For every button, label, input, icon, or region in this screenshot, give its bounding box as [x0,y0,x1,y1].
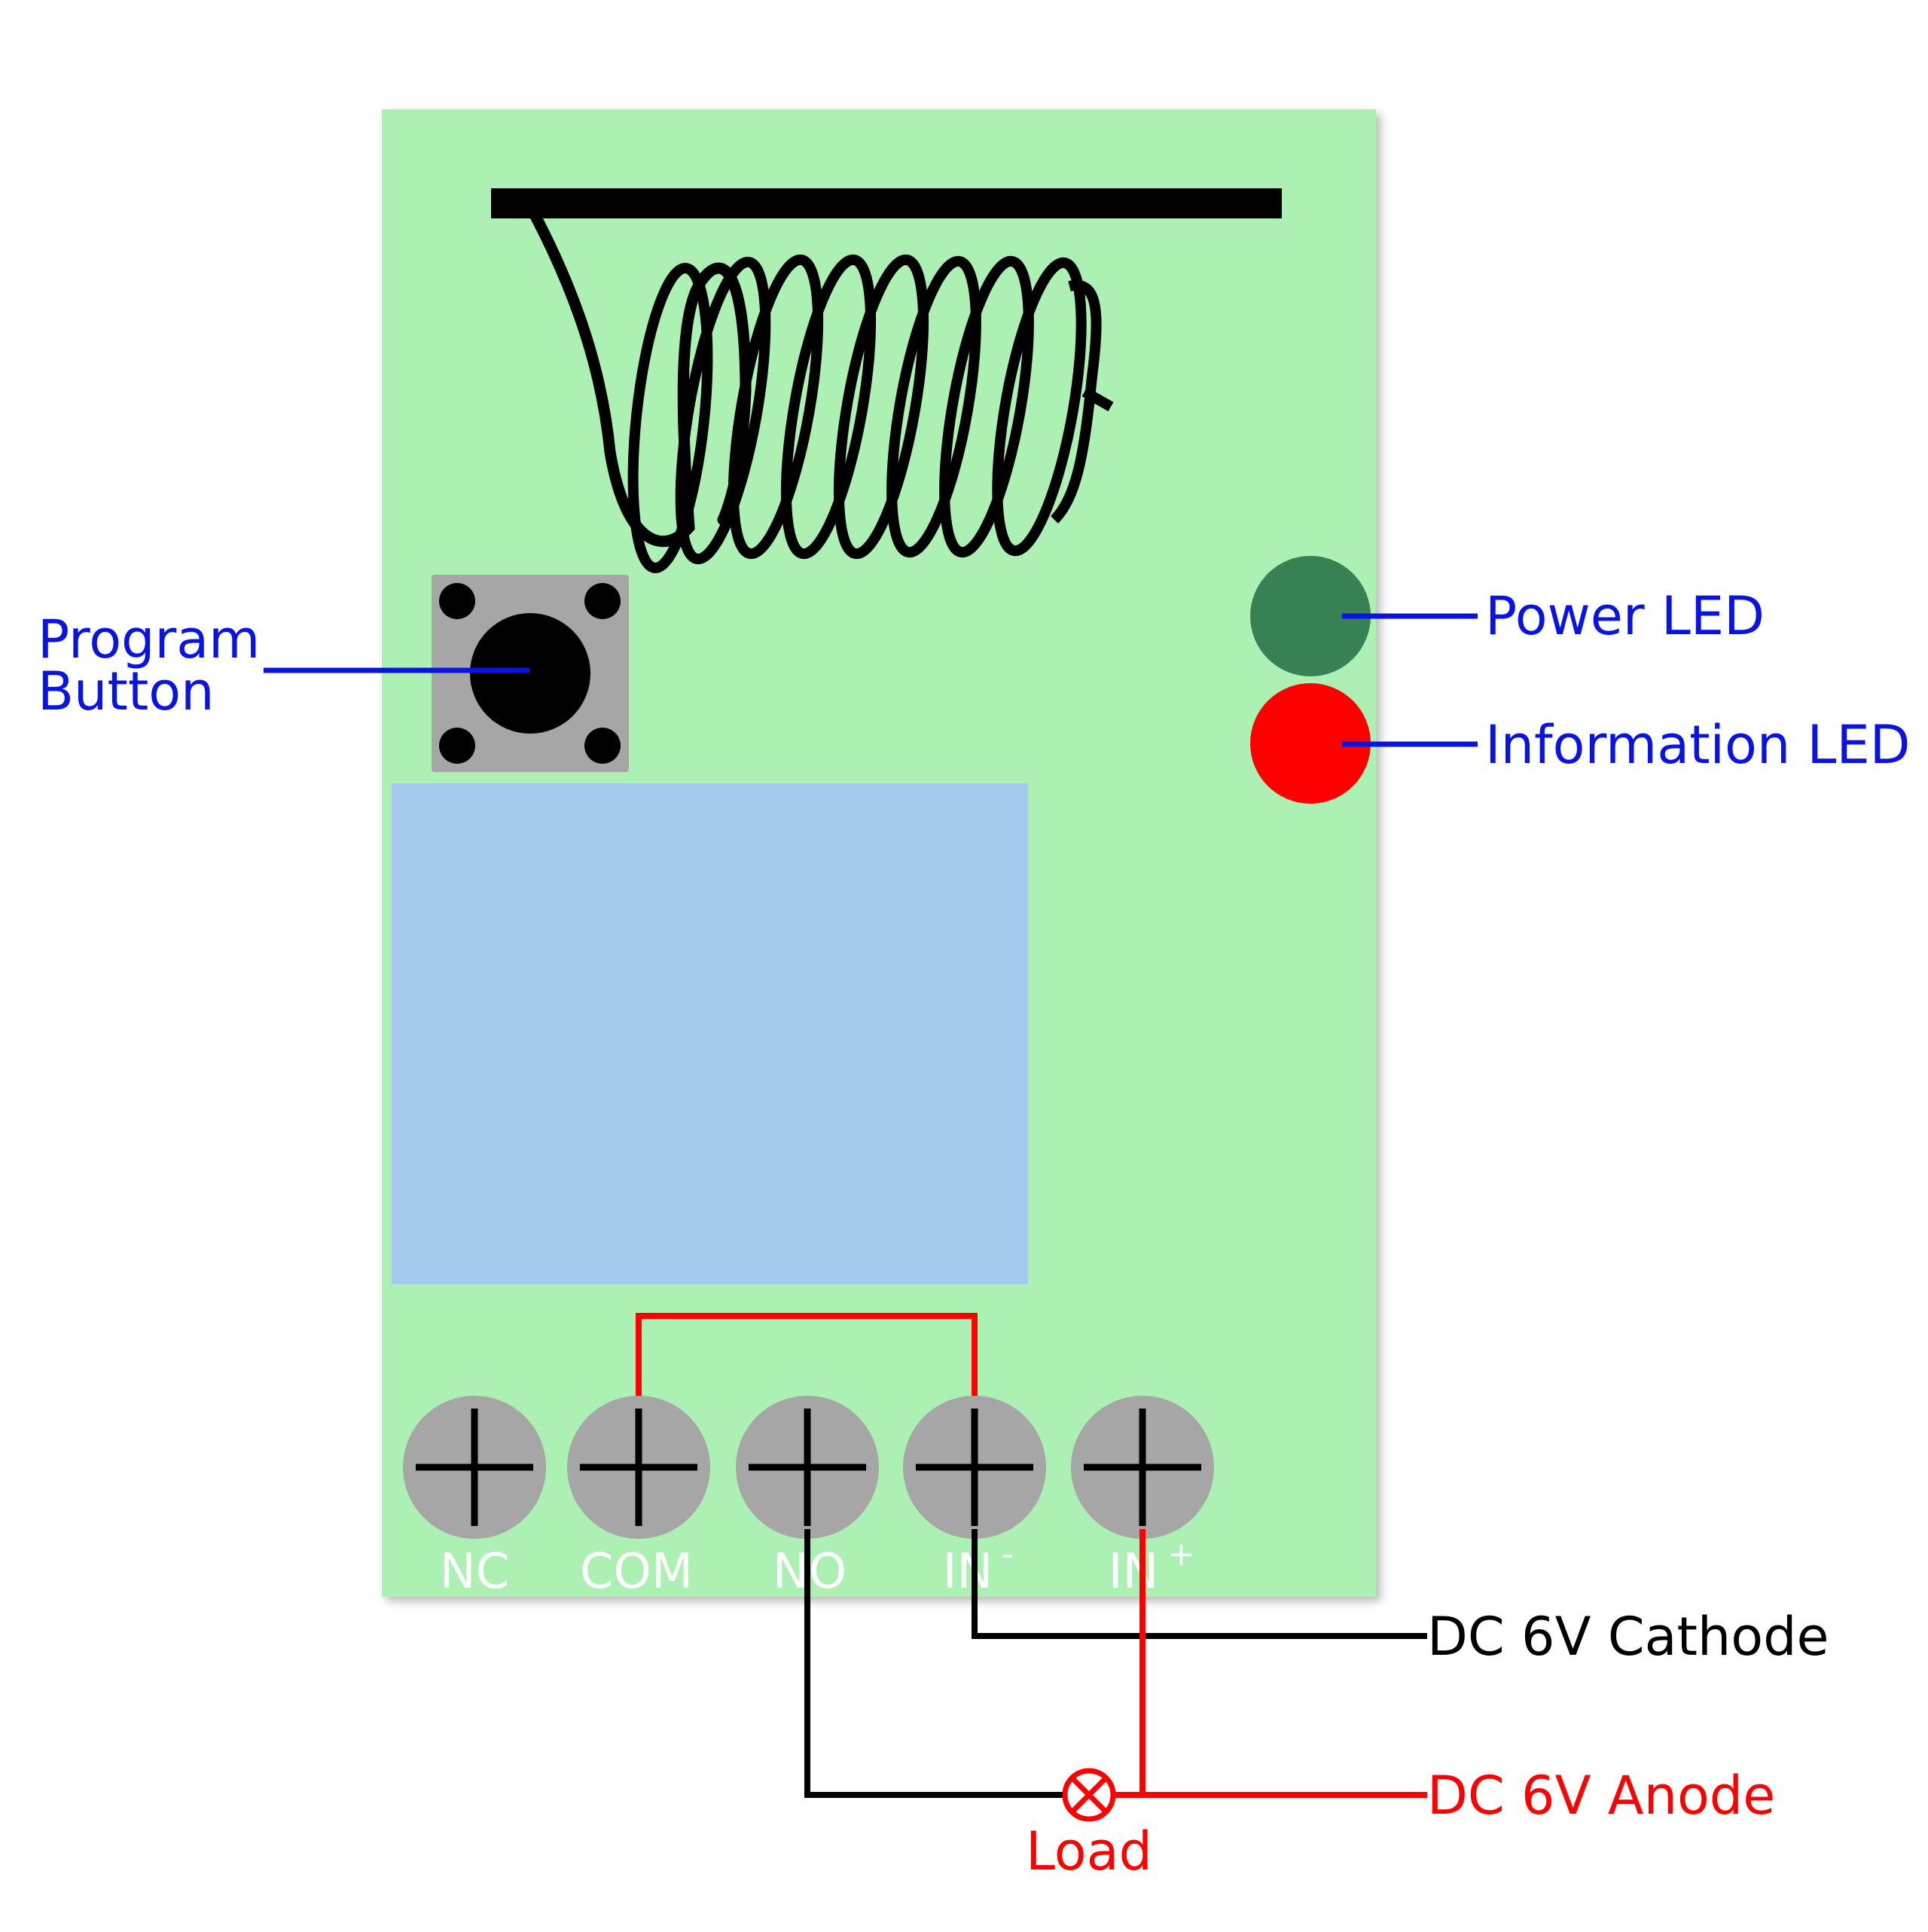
program-label-line1: Program [38,609,260,670]
lamp-symbol-icon [1062,1768,1116,1822]
terminal-label-com: COM [580,1544,693,1600]
relay-block [392,783,1028,1284]
terminal-sup-minus: - [1002,1535,1014,1573]
power-led [1250,556,1371,676]
terminal-label-in-plus: IN [1109,1544,1159,1600]
program-label-line2: Button [38,661,214,722]
power-led-label: Power LED [1485,585,1765,647]
terminal-sup-plus: + [1167,1535,1195,1573]
terminal-com [567,1396,710,1539]
terminal-no [736,1396,879,1539]
information-led-label: Information LED [1485,714,1911,776]
information-led [1250,683,1371,804]
terminal-in-plus [1071,1396,1214,1539]
terminal-nc [403,1396,546,1539]
no-to-load-wire [804,1529,1065,1798]
cathode-wire [972,1529,1427,1639]
coil-antenna-icon [491,188,1282,573]
terminal-label-in-minus: IN [943,1544,993,1600]
dc-cathode-label: DC 6V Cathode [1427,1606,1829,1668]
terminal-label-nc: NC [440,1544,510,1600]
dc-anode-label: DC 6V Anode [1427,1765,1775,1827]
terminal-in-minus [903,1396,1046,1539]
program-button[interactable] [432,575,629,772]
load-label: Load [1026,1821,1152,1882]
